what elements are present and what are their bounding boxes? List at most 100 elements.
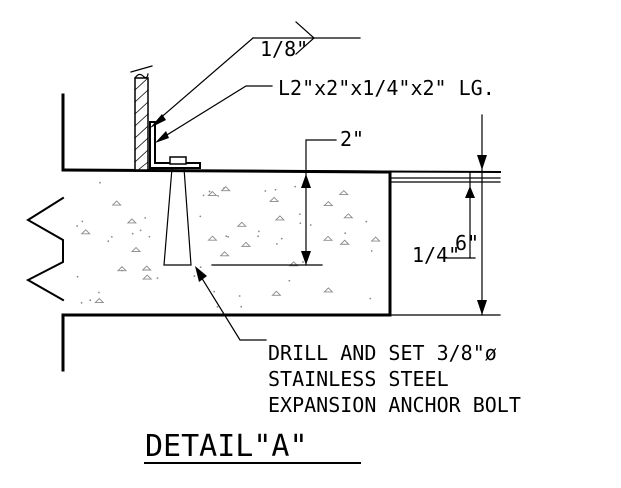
aggregate-stone <box>141 265 152 271</box>
aggregate-dot <box>344 232 347 235</box>
aggregate-dot <box>298 213 301 216</box>
aggregate-dot <box>288 279 291 282</box>
aggregate-stone <box>322 235 334 241</box>
aggregate-dot <box>264 190 267 192</box>
dim-6-arrow-bottom <box>477 300 487 315</box>
anchor-bolt <box>163 167 192 266</box>
aggregate-dot <box>89 299 92 302</box>
aggregate-dot <box>238 295 241 297</box>
aggregate-stone <box>323 287 334 293</box>
aggregate-stone <box>240 241 252 247</box>
note-leader-arrow <box>195 266 207 282</box>
aggregate-stone <box>126 218 137 224</box>
aggregate-dot <box>227 235 230 238</box>
post-top-break <box>130 65 153 79</box>
aggregate-stone <box>338 189 349 196</box>
aggregate-dot <box>280 237 283 240</box>
dim-2-arrow-top <box>301 174 311 188</box>
aggregate-dot <box>294 185 297 188</box>
aggregate-dot <box>276 242 278 245</box>
aggregate-dot <box>309 224 312 226</box>
post-hatch <box>134 77 149 171</box>
aggregate-stone <box>94 297 105 304</box>
aggregate-stone <box>207 190 218 196</box>
aggregate-dot <box>257 235 260 238</box>
dim-2-leader <box>305 139 337 173</box>
anchor-nut <box>169 156 187 165</box>
aggregate-dot <box>76 275 79 278</box>
weld-size-label: 1/8" <box>260 37 308 61</box>
aggregate-dot <box>76 225 79 227</box>
aggregate-dot <box>99 181 101 184</box>
aggregate-stone <box>130 246 142 252</box>
aggregate-dot <box>139 229 142 232</box>
dim-2-arrow-bottom <box>301 251 311 265</box>
concrete-aggregate-hatch <box>76 181 381 308</box>
aggregate-dot <box>208 190 211 193</box>
dim-2-label: 2" <box>340 127 364 151</box>
aggregate-dot <box>223 187 225 190</box>
detail-title: DETAIL"A" <box>145 429 308 464</box>
aggregate-dot <box>98 291 100 294</box>
aggregate-dot <box>217 195 219 197</box>
aggregate-dot <box>80 301 83 304</box>
slab-outline <box>61 168 392 317</box>
angle-leader <box>161 85 273 139</box>
aggregate-stone <box>236 221 247 227</box>
break-line <box>25 196 65 302</box>
aggregate-dot <box>369 297 372 300</box>
aggregate-stone <box>274 215 286 221</box>
aggregate-stone <box>116 266 128 272</box>
aggregate-stone <box>142 274 153 280</box>
aggregate-stone <box>370 236 381 242</box>
aggregate-dot <box>199 215 202 218</box>
aggregate-dot <box>148 235 151 238</box>
aggregate-stone <box>288 261 299 267</box>
aggregate-dot <box>258 230 260 233</box>
aggregate-dot <box>225 235 228 238</box>
aggregate-dot <box>240 305 243 308</box>
aggregate-dot <box>216 305 219 308</box>
dim-6-label: 6" <box>455 231 479 255</box>
aggregate-dot <box>299 222 302 225</box>
aggregate-stone <box>343 213 354 219</box>
aggregate-stone <box>220 186 231 192</box>
dim-quarter-arrow <box>465 186 475 198</box>
aggregate-dot <box>144 216 147 219</box>
aggregate-dot <box>156 277 159 280</box>
note-line-2: STAINLESS STEEL <box>268 367 449 391</box>
aggregate-dot <box>302 261 304 263</box>
aggregate-stone <box>80 229 91 235</box>
note-leader <box>197 271 267 341</box>
aggregate-stone <box>207 235 218 241</box>
angle-label: L2"x2"x1/4"x2" LG. <box>278 76 495 100</box>
steel-angle <box>149 121 201 169</box>
aggregate-dot <box>274 188 277 191</box>
aggregate-dot <box>81 220 84 223</box>
dim-quarter-label: 1/4" <box>412 243 460 267</box>
aggregate-dot <box>193 275 196 277</box>
aggregate-dot <box>199 266 202 269</box>
aggregate-dot <box>107 240 110 243</box>
aggregate-dot <box>202 194 205 197</box>
weld-leader-arrow <box>150 114 166 128</box>
weld-leader <box>157 37 254 121</box>
aggregate-dot <box>110 235 113 238</box>
aggregate-stone <box>219 251 230 257</box>
aggregate-dot <box>365 220 368 223</box>
aggregate-dot <box>370 250 373 252</box>
weld-tail <box>295 21 315 55</box>
aggregate-stone <box>271 290 282 296</box>
note-line-1: DRILL AND SET 3/8"ø <box>268 341 497 365</box>
aggregate-stone <box>339 239 350 245</box>
aggregate-dot <box>131 232 134 235</box>
aggregate-stone <box>111 200 122 206</box>
note-line-3: EXPANSION ANCHOR BOLT <box>268 393 521 417</box>
aggregate-dot <box>213 290 216 293</box>
aggregate-stone <box>269 196 280 202</box>
aggregate-stone <box>323 200 334 207</box>
dim-6-arrow-top <box>477 155 487 170</box>
angle-leader-arrow <box>155 131 169 143</box>
